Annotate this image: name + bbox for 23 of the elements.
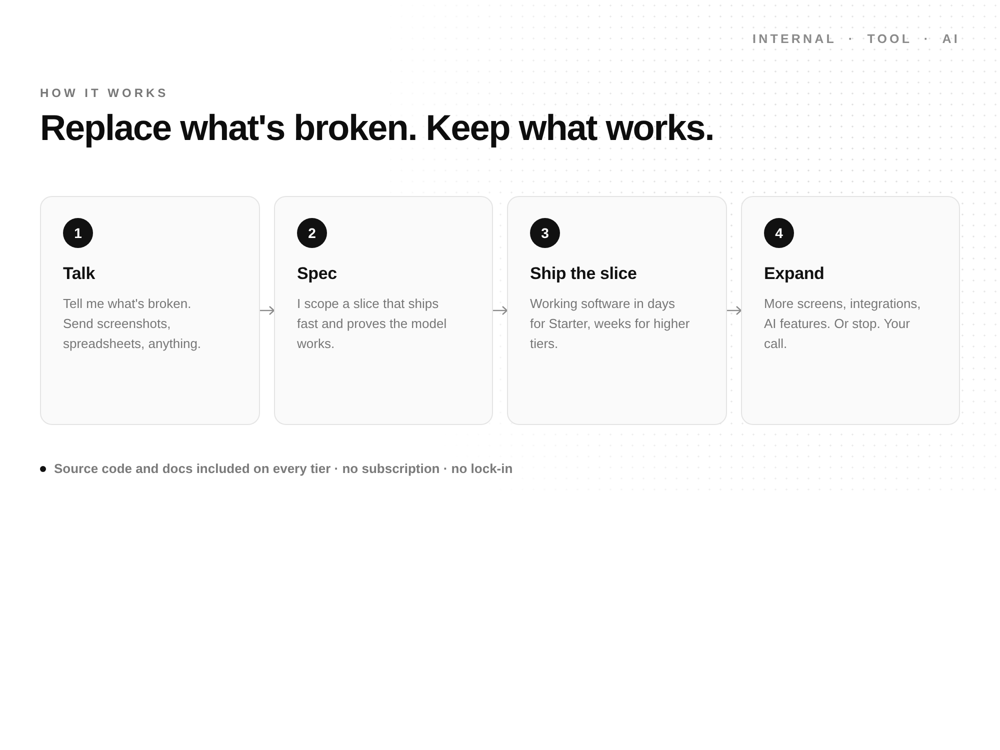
arrow xyxy=(493,306,508,316)
step-card xyxy=(274,196,493,425)
arrow xyxy=(260,306,275,316)
section-eyebrow: HOW IT WORKS xyxy=(40,85,169,101)
step-number: 3 xyxy=(530,218,560,248)
page-title: Replace what's broken. Keep what works. xyxy=(40,106,714,150)
arrow xyxy=(727,306,742,316)
step-card xyxy=(507,196,727,425)
step-title: Talk xyxy=(63,263,95,285)
tag-list: INTERNAL · TOOL · AI xyxy=(752,31,960,47)
step-number: 1 xyxy=(63,218,93,248)
step-card xyxy=(741,196,960,425)
step-description: More screens, integrations, AI features. Or stop. Your call. xyxy=(764,295,922,353)
step-card xyxy=(40,196,260,425)
step-description: I scope a slice that ships fast and proves the model works. xyxy=(297,295,448,353)
step-title: Ship the slice xyxy=(530,263,637,285)
step-description: Tell me what's broken. Send screenshots, spreadsheets, anything. xyxy=(63,295,202,353)
footnote: Source code and docs included on every tier · no subscription · no lock-in xyxy=(54,461,513,477)
step-title: Expand xyxy=(764,263,824,285)
step-number: 2 xyxy=(297,218,327,248)
step-title: Spec xyxy=(297,263,337,285)
step-description: Working software in days for Starter, weeks for higher tiers. xyxy=(530,295,691,353)
step-number: 4 xyxy=(764,218,794,248)
